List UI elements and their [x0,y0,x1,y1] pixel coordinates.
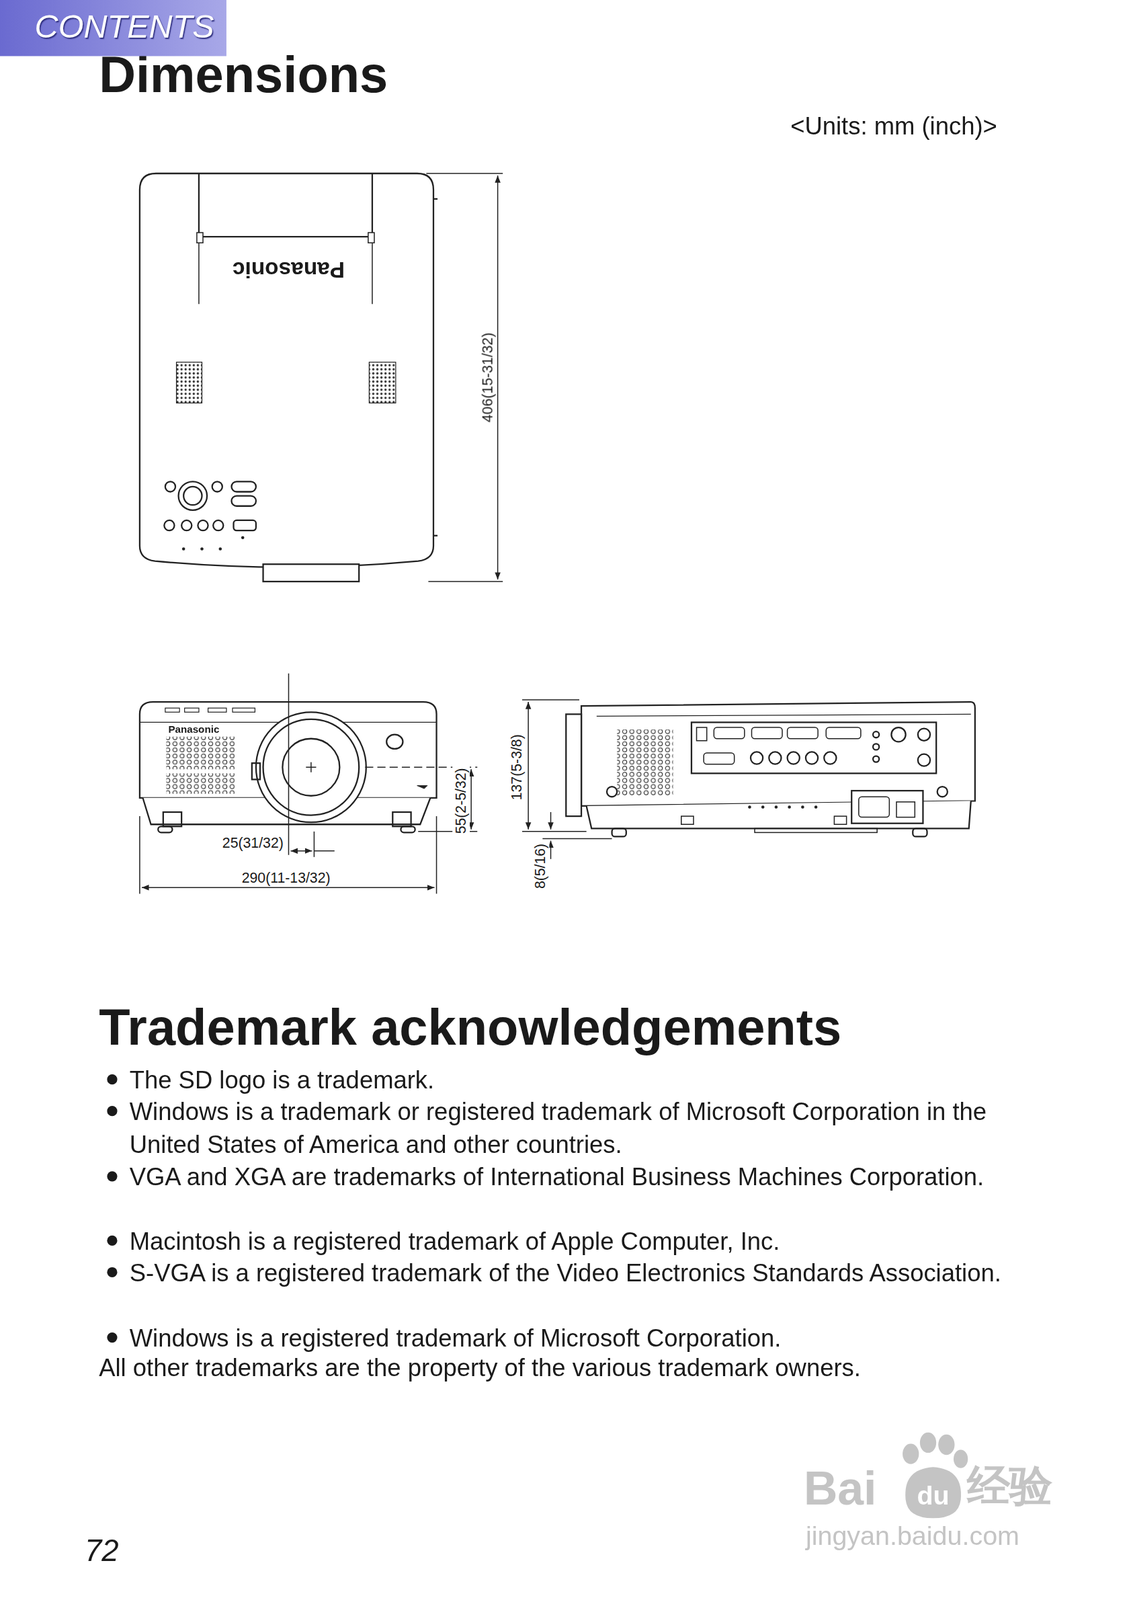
dimension-label: 290(11-13/32) [239,868,333,886]
watermark: Bai [803,1460,877,1517]
bullet-item: S-VGA is a registered trademark of the V… [129,1256,1017,1289]
button-label: CONTENTS [34,6,221,49]
bullet-item: The SD logo is a trademark. [129,1063,1017,1097]
dimension-label: 137(5-3/8) [508,731,526,802]
watermark: jingyan.baidu.com [805,1519,1020,1552]
units-note: <Units: mm (inch)> [790,112,998,142]
dimension-label: 25(31/32) [220,833,286,851]
contents-button: CONTENTS [0,0,227,56]
brand-logo: Panasonic [232,256,345,283]
watermark: du [917,1479,950,1511]
brand-logo: Panasonic [168,723,220,736]
page-number: 72 [84,1531,119,1569]
dimension-label: 8(5/16) [532,841,550,891]
dimension-label: 406(15-31/32) [479,330,496,425]
bullet-item: Windows is a trademark or registered tra… [129,1095,1017,1160]
bullet-item: VGA and XGA are trademarks of Internatio… [129,1160,1017,1193]
dimension-label: 55(2-5/32) [452,765,470,836]
section-heading: Trademark acknowledgements [98,996,842,1058]
footnote: All other trademarks are the property of… [98,1353,861,1384]
watermark: 经验 [967,1460,1053,1512]
bullet-item: Macintosh is a registered trademark of A… [129,1225,1017,1258]
bullet-item: Windows is a registered trademark of Mic… [129,1321,1017,1355]
